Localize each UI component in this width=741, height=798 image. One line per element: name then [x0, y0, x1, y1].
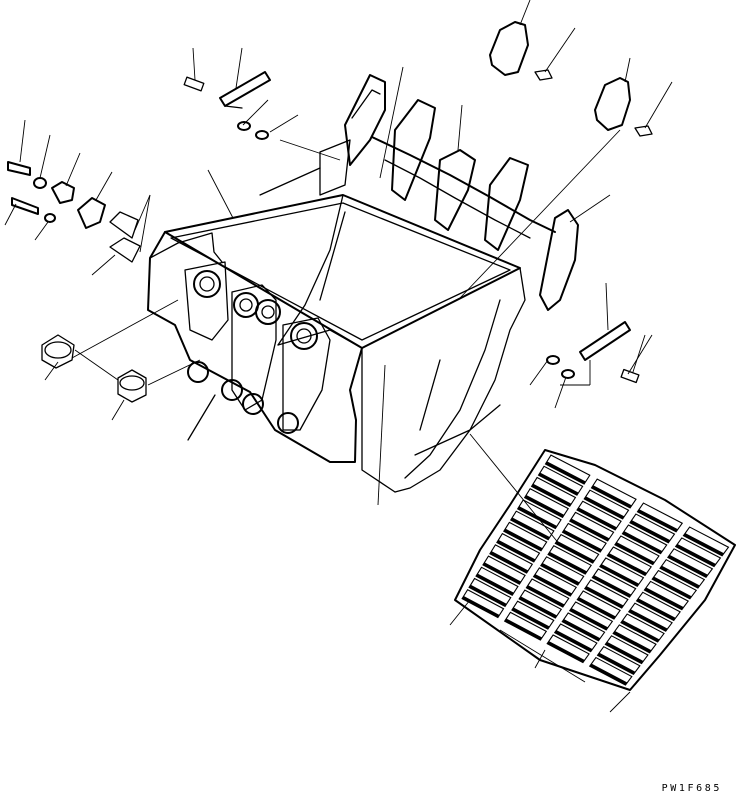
wear-tile-shadow	[562, 619, 601, 641]
wear-tile-shadow	[628, 609, 668, 632]
wear-tile-shadow	[548, 551, 587, 574]
bucket-body-icon	[147, 66, 526, 506]
wear-tile-shadow	[524, 495, 565, 518]
tooth-adapter-icon	[344, 74, 611, 311]
wear-tile-shadow	[519, 596, 558, 619]
wear-tile-shadow	[652, 576, 692, 599]
wear-tile-shadow	[531, 483, 572, 507]
wear-tile-shadow	[577, 597, 616, 619]
wear-tile-shadow	[607, 553, 647, 576]
wear-plate-grid-icon	[449, 433, 736, 713]
wear-tile-shadow	[589, 663, 628, 686]
wear-tile-shadow	[554, 630, 593, 652]
wear-tile-shadow	[605, 641, 644, 664]
wear-tile-shadow	[510, 517, 550, 540]
wear-tile-shadow	[614, 542, 655, 565]
wear-tile-shadow	[584, 586, 624, 609]
wear-tile-shadow	[660, 565, 700, 589]
wear-tile-shadow	[504, 618, 543, 641]
wear-tile-shadow	[667, 554, 708, 578]
wear-tile-shadow	[462, 596, 500, 618]
shim-plate-icon	[187, 139, 351, 441]
wear-tile-shadow	[562, 529, 602, 552]
pin-icon	[183, 47, 653, 384]
wear-tile-shadow	[547, 641, 585, 663]
wear-tile-shadow	[644, 587, 684, 610]
wear-tile-shadow	[476, 573, 514, 596]
wear-tile-shadow	[622, 531, 663, 554]
wear-tile-shadow	[597, 652, 636, 675]
drawing-code: PW1F685	[661, 783, 722, 794]
wear-tile-shadow	[599, 564, 640, 587]
wear-tile-shadow	[637, 509, 678, 532]
wear-tile-shadow	[469, 584, 507, 607]
wear-tile-shadow	[569, 518, 610, 541]
bucket-tooth-icon	[459, 0, 673, 299]
wear-tile-shadow	[636, 598, 676, 621]
wear-tile-shadow	[489, 551, 529, 574]
wear-tile-shadow	[584, 496, 625, 519]
wear-tile-shadow	[569, 608, 609, 630]
wear-tile-shadow	[538, 472, 579, 496]
side-cutter-icon	[219, 47, 646, 386]
wear-tile-shadow	[555, 540, 595, 563]
wear-tile-shadow	[540, 563, 580, 586]
wear-tile-shadow	[591, 485, 632, 508]
wear-tile-shadow	[620, 620, 660, 642]
wear-tile-shadow	[576, 507, 617, 530]
wear-tile-shadow	[482, 562, 522, 585]
wear-tile-shadow	[526, 585, 565, 608]
wear-tile-shadow	[545, 461, 586, 485]
wear-tile-shadow	[533, 574, 573, 597]
wear-tile-shadow	[613, 630, 652, 653]
bushing-icon	[41, 299, 201, 421]
bolt-icon	[4, 119, 151, 276]
wear-tile-shadow	[503, 528, 543, 551]
wear-tile-shadow	[496, 539, 536, 562]
wear-tile-shadow	[629, 520, 671, 543]
wear-tile-shadow	[592, 575, 632, 598]
wear-tile-shadow	[675, 543, 716, 567]
washer-icon	[237, 121, 575, 409]
wear-tile-shadow	[683, 533, 724, 556]
wear-tile-shadow	[511, 607, 550, 630]
